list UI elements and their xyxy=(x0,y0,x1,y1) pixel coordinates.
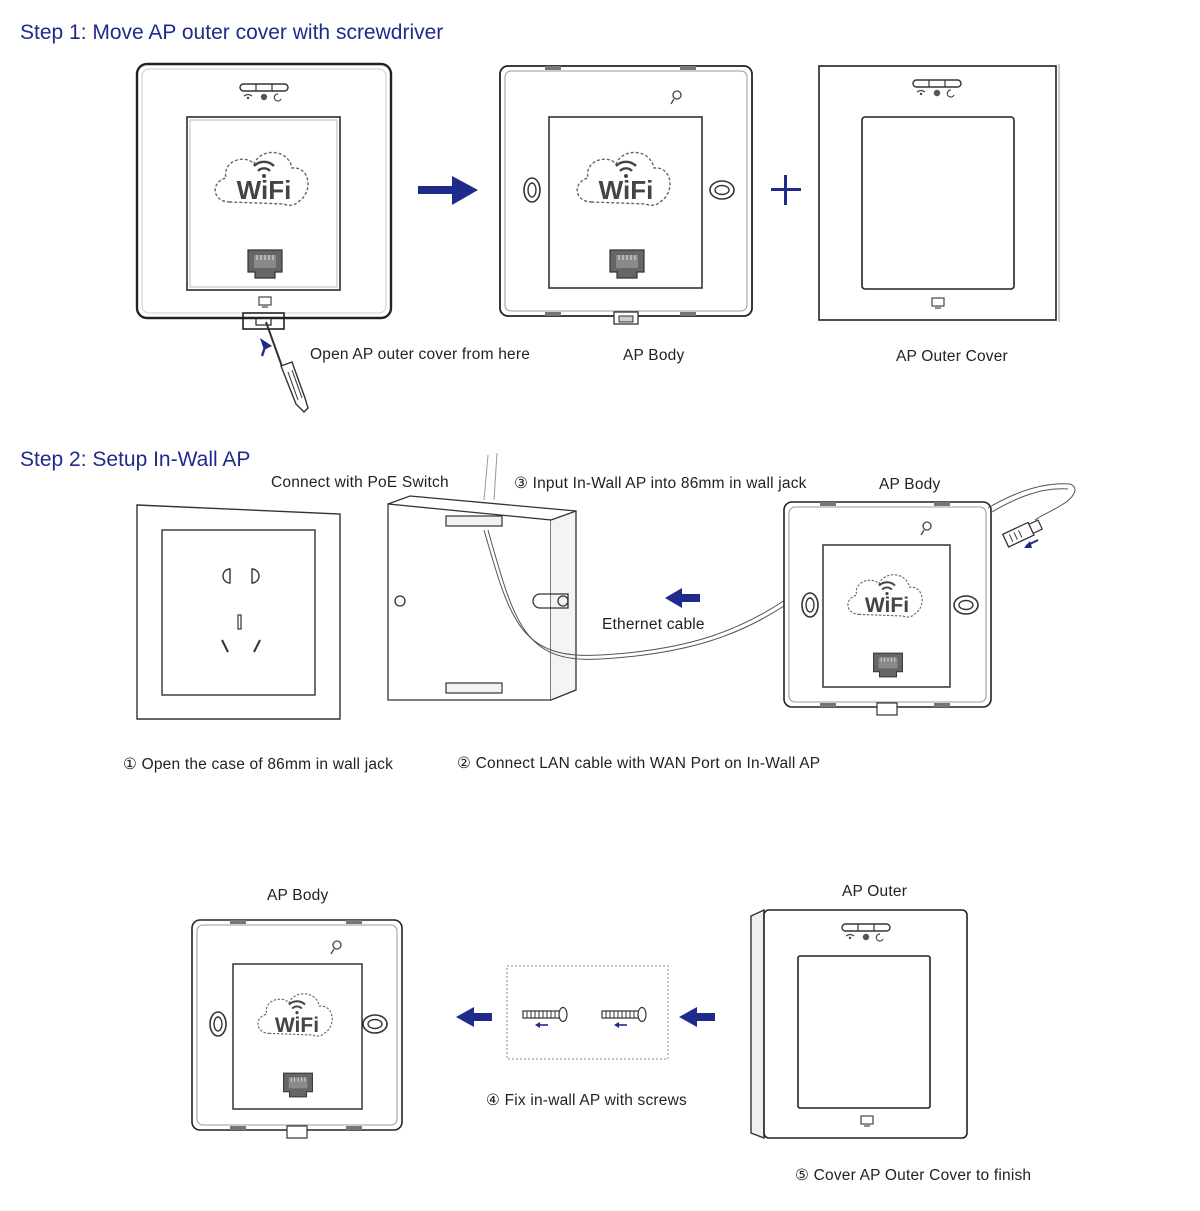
step3-input-label: ③ Input In-Wall AP into 86mm in wall jac… xyxy=(514,475,807,492)
ethernet-cable-label: Ethernet cable xyxy=(602,616,705,633)
arrow-left-icon xyxy=(665,588,700,608)
open-cover-label: Open AP outer cover from here xyxy=(310,346,531,363)
poe-switch-label: Connect with PoE Switch xyxy=(271,474,449,491)
svg-text:WiFi: WiFi xyxy=(599,175,654,205)
step2-title: Step 2: Setup In-Wall AP xyxy=(20,448,251,471)
plus-icon xyxy=(771,175,801,205)
arrow-left-icon xyxy=(679,1007,715,1027)
ap-body-label-2: AP Body xyxy=(879,476,941,493)
step2-connect-lan-label: ② Connect LAN cable with WAN Port on In-… xyxy=(457,755,821,772)
ap-body-label-1: AP Body xyxy=(623,347,685,364)
screwdriver-icon xyxy=(260,321,309,413)
arrow-left-icon xyxy=(456,1007,492,1027)
ap-body-device-1: WiFi xyxy=(499,65,753,325)
arrow-right-icon xyxy=(418,176,478,205)
screws-box xyxy=(506,965,669,1060)
screw-icon xyxy=(601,1006,647,1028)
svg-text:WiFi: WiFi xyxy=(865,594,909,617)
ap-body-device-3: WiFi xyxy=(191,919,403,1139)
power-socket-icon xyxy=(136,504,341,720)
ap-outer-label: AP Outer xyxy=(842,883,908,900)
step4-fix-screws-label: ④ Fix in-wall AP with screws xyxy=(486,1092,687,1109)
ap-outer-cover-device xyxy=(818,64,1060,322)
ap-body-label-3: AP Body xyxy=(267,887,329,904)
ethernet-plug-icon xyxy=(987,483,1076,548)
step5-cover-label: ⑤ Cover AP Outer Cover to finish xyxy=(795,1167,1032,1184)
ethernet-cable-line xyxy=(483,529,786,656)
wifi-brand-text: WiFi xyxy=(237,175,292,205)
step1-title: Step 1: Move AP outer cover with screwdr… xyxy=(20,21,444,44)
assembled-ap-device: WiFi xyxy=(135,62,393,330)
ap-outer-cover-label: AP Outer Cover xyxy=(896,348,1008,365)
screw-icon xyxy=(522,1006,568,1028)
wall-jack-box xyxy=(387,452,577,701)
step1-open-case-label: ① Open the case of 86mm in wall jack xyxy=(123,756,394,773)
ap-body-device-2: WiFi xyxy=(783,501,992,716)
svg-text:WiFi: WiFi xyxy=(275,1014,319,1037)
ap-outer-cover-final xyxy=(750,908,968,1140)
